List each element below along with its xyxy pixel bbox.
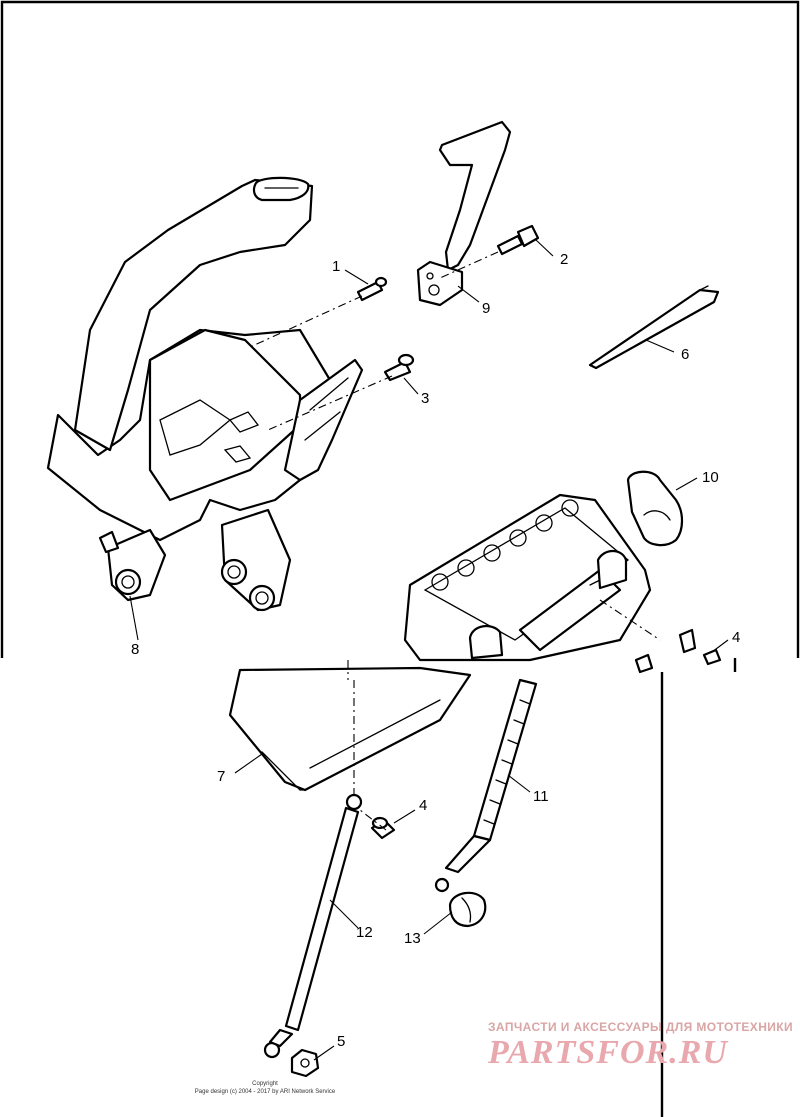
callout-1: 1 — [332, 258, 340, 275]
callout-6: 6 — [681, 346, 689, 363]
callout-9: 9 — [482, 300, 490, 317]
callout-2: 2 — [560, 251, 568, 268]
watermark-tagline: ЗАПЧАСТИ И АКСЕССУАРЫ ДЛЯ МОТОТЕХНИКИ — [488, 1020, 794, 1034]
cable-tie-part-6 — [588, 285, 720, 370]
battery-tray-part-8 — [46, 176, 364, 612]
callout-4-upper: 4 — [732, 629, 740, 646]
terminal-boot-part-10 — [626, 470, 684, 547]
callout-3: 3 — [421, 390, 429, 407]
screw-part-4-lower — [370, 816, 396, 840]
copyright-line-2: Page design (c) 2004 - 2017 by ARI Netwo… — [194, 1088, 336, 1095]
callout-4-lower: 4 — [419, 797, 427, 814]
watermark-logo: PARTSFOR.RU — [488, 1034, 728, 1071]
assembly-lines — [247, 251, 661, 831]
nut-part-5 — [290, 1048, 320, 1078]
screw-part-3 — [383, 353, 415, 382]
callout-12: 12 — [356, 924, 373, 941]
screw-part-1 — [356, 276, 388, 302]
callout-11: 11 — [533, 788, 549, 805]
callout-labels: 1 2 3 4 4 5 6 7 8 9 10 11 12 13 — [131, 251, 740, 1050]
callout-8: 8 — [131, 641, 139, 658]
bolt-part-2 — [496, 224, 540, 256]
cable-boot-part-13 — [448, 891, 487, 928]
copyright-notice: Copyright Page design (c) 2004 - 2017 by… — [180, 1081, 350, 1096]
callout-13: 13 — [404, 930, 421, 947]
callout-5: 5 — [337, 1033, 345, 1050]
copyright-line-1: Copyright — [252, 1081, 278, 1087]
battery — [403, 493, 652, 662]
callout-7: 7 — [217, 768, 225, 785]
positive-cable-part-11 — [434, 678, 538, 893]
battery-pad-part-7 — [228, 666, 472, 792]
negative-cable-part-12 — [263, 793, 363, 1059]
leader-lines — [129, 239, 729, 1061]
callout-10: 10 — [702, 469, 719, 486]
strap-bracket-part-9 — [416, 120, 512, 307]
screw-part-4-upper — [634, 628, 722, 674]
